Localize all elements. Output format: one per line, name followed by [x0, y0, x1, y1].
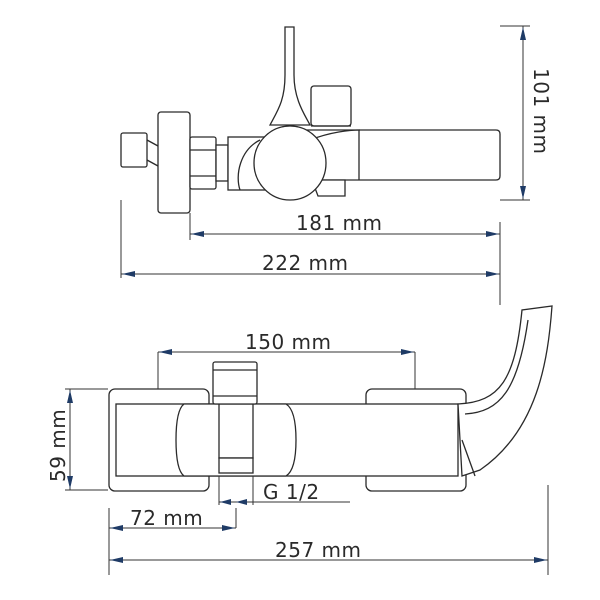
top-view-drawing [120, 26, 501, 214]
dim-label-front-center-distance: 150 mm [245, 330, 332, 354]
dim-label-top-body-length: 181 mm [296, 211, 383, 235]
top-view-dimensions [120, 25, 530, 305]
dim-label-top-height: 101 mm [529, 68, 553, 155]
dim-label-front-height: 59 mm [46, 408, 70, 482]
dim-label-outlet-offset: 72 mm [130, 506, 204, 530]
dim-label-top-total-length: 222 mm [262, 251, 349, 275]
front-view-dimensions [65, 349, 549, 575]
dim-label-thread: G 1/2 [263, 480, 320, 504]
dim-label-front-total-length: 257 mm [275, 538, 362, 562]
front-view-drawing [108, 305, 553, 492]
